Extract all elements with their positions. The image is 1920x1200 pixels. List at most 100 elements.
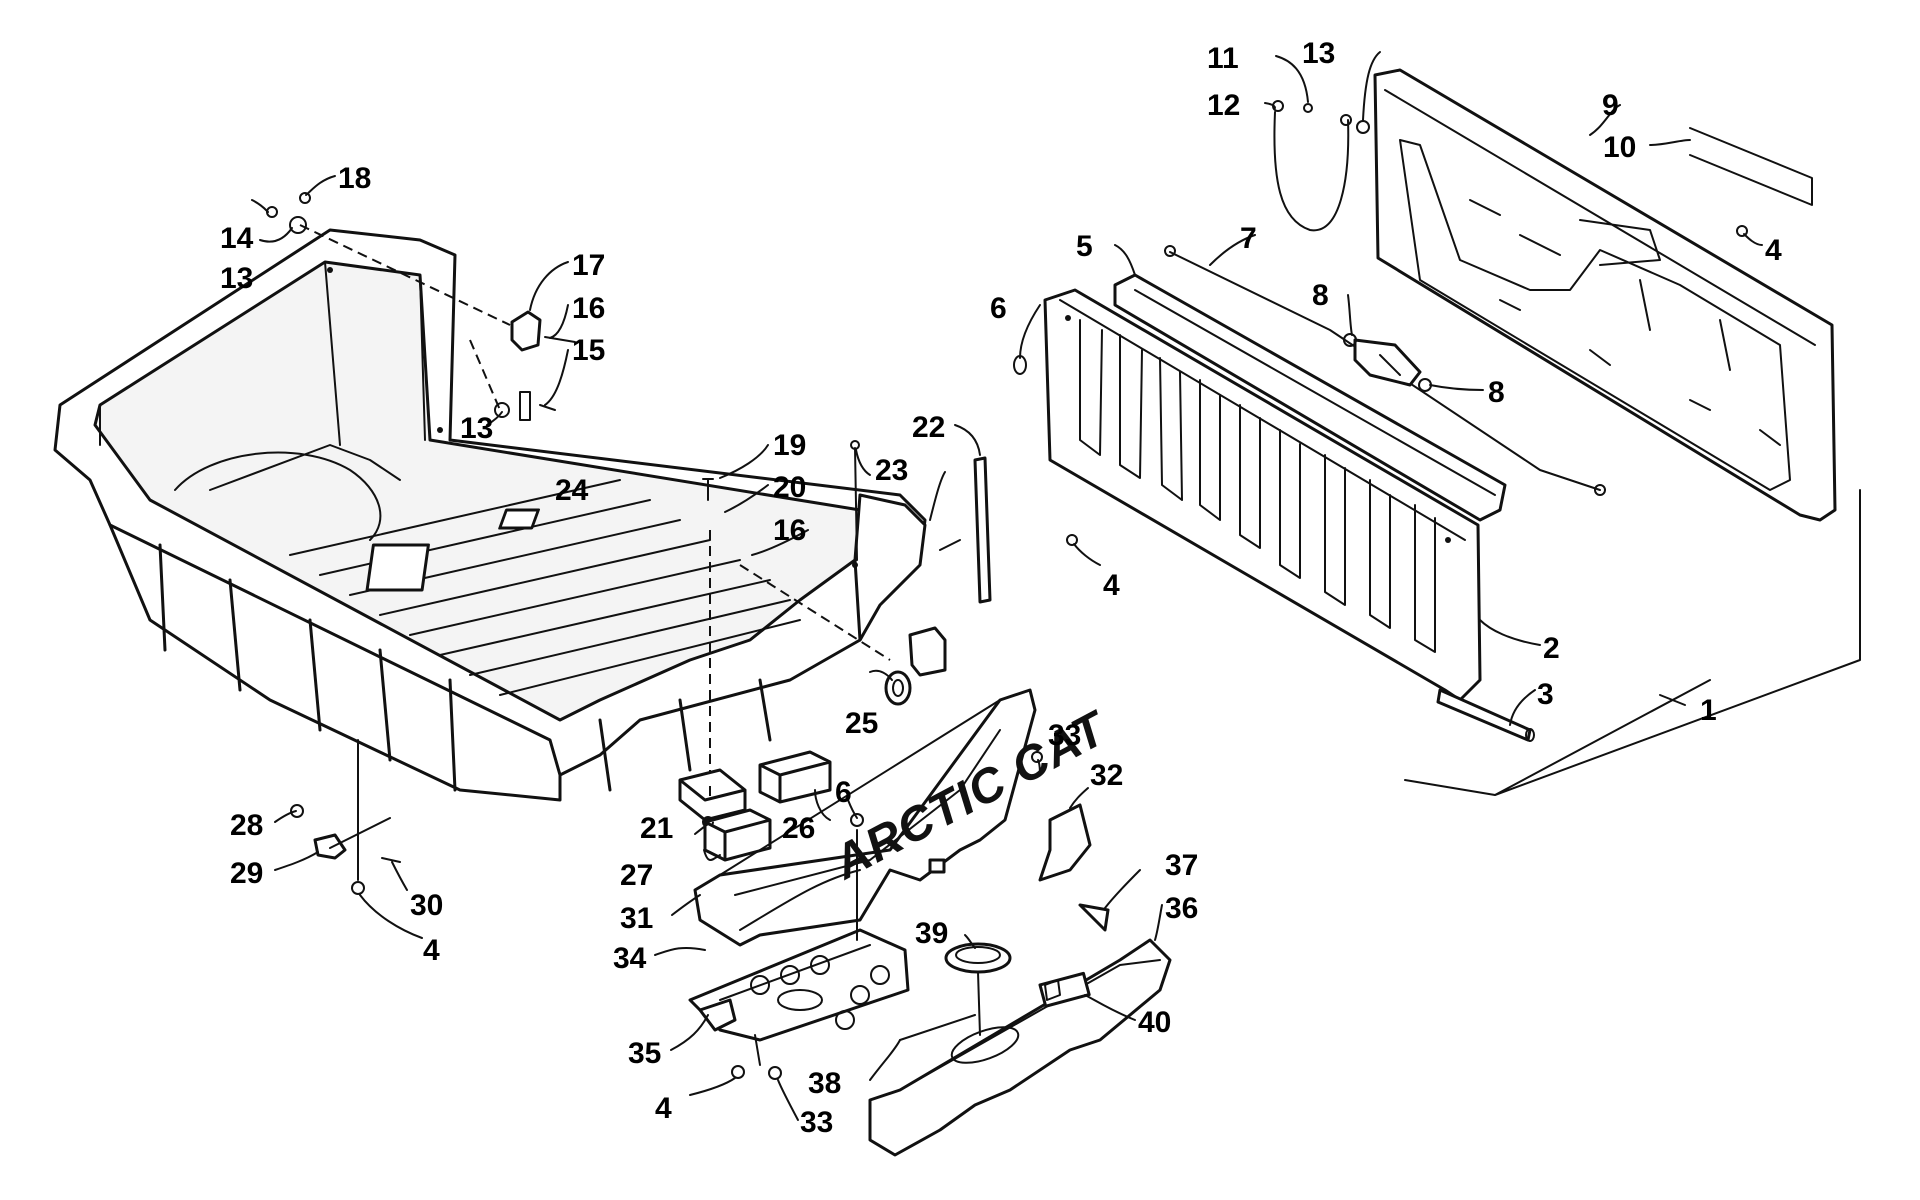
step-plate-34 bbox=[688, 928, 910, 1042]
latch-17 bbox=[510, 310, 542, 352]
callout-13-lower: 13 bbox=[460, 412, 493, 445]
callout-4-left: 4 bbox=[423, 934, 440, 967]
callout-32: 32 bbox=[1090, 759, 1123, 792]
strip-38 bbox=[899, 1014, 976, 1041]
callout-8-lower: 8 bbox=[1488, 376, 1505, 409]
foam-blocks bbox=[703, 750, 832, 862]
cargo-box-rear-corner bbox=[853, 493, 927, 642]
callout-35: 35 bbox=[628, 1037, 661, 1070]
callout-23: 23 bbox=[875, 454, 908, 487]
cargo-floor-ribs bbox=[209, 444, 801, 696]
tailgate-top-flange bbox=[1059, 299, 1466, 541]
callout-3: 3 bbox=[1537, 678, 1554, 711]
callout-labels: 1 2 3 4 4 4 4 5 6 6 7 8 8 9 10 11 12 13 … bbox=[220, 37, 1782, 1139]
decal-10 bbox=[1689, 127, 1813, 206]
fastener-33-lower bbox=[768, 1066, 782, 1080]
callout-1: 1 bbox=[1700, 694, 1717, 727]
hinge-hardware-upper bbox=[266, 192, 576, 421]
brand-swoosh bbox=[739, 869, 861, 931]
decal-24 bbox=[365, 543, 430, 592]
callout-19: 19 bbox=[773, 429, 806, 462]
tailgate-panel-2 bbox=[1043, 288, 1482, 702]
callout-26: 26 bbox=[782, 812, 815, 845]
callout-30: 30 bbox=[410, 889, 443, 922]
rear-panel-top-edge bbox=[719, 699, 1001, 876]
bolt-4-bottom bbox=[731, 1065, 745, 1079]
rear-panel-31 bbox=[693, 688, 1037, 947]
bracket-35 bbox=[698, 998, 737, 1032]
callout-40: 40 bbox=[1138, 1006, 1171, 1039]
step-plate-assembly bbox=[688, 829, 910, 1066]
callout-12: 12 bbox=[1207, 89, 1240, 122]
bracket-29 bbox=[313, 833, 347, 860]
cargo-box-underside bbox=[108, 523, 562, 802]
nut-18 bbox=[299, 192, 311, 204]
hinge-hardware-lower bbox=[290, 739, 401, 895]
cargo-box-wall-line bbox=[99, 261, 426, 446]
callout-38: 38 bbox=[808, 1067, 841, 1100]
callout-13-upper: 13 bbox=[220, 262, 253, 295]
bolt-4-mid bbox=[1066, 534, 1078, 546]
fastener-33-upper bbox=[1031, 751, 1043, 763]
bumper-top-edge bbox=[899, 959, 1161, 1091]
callout-6-upper: 6 bbox=[990, 292, 1007, 325]
callout-14: 14 bbox=[220, 222, 254, 255]
inner-tailgate-9 bbox=[1373, 68, 1837, 522]
callout-18: 18 bbox=[338, 162, 371, 195]
callout-24: 24 bbox=[555, 474, 589, 507]
long-bolt-16 bbox=[739, 440, 891, 661]
rod-29 bbox=[329, 817, 391, 849]
mount-stack bbox=[498, 478, 747, 828]
callout-37: 37 bbox=[1165, 849, 1198, 882]
plate-20 bbox=[498, 508, 540, 530]
callout-9: 9 bbox=[1602, 89, 1619, 122]
callout-36: 36 bbox=[1165, 892, 1198, 925]
inner-tailgate-details bbox=[1469, 199, 1781, 446]
cable-rod-7 bbox=[1169, 251, 1601, 491]
callout-16-upper: 16 bbox=[572, 292, 605, 325]
callout-13-cable: 13 bbox=[1302, 37, 1335, 70]
nut-28 bbox=[290, 804, 304, 818]
callout-31: 31 bbox=[620, 902, 653, 935]
block-21-upper bbox=[678, 768, 747, 822]
inner-tailgate-recess bbox=[1399, 139, 1791, 491]
assembly-bracket-1 bbox=[1404, 489, 1861, 796]
cable-12 bbox=[1273, 111, 1350, 232]
cargo-wheel-well bbox=[174, 451, 382, 541]
cargo-box-assembly bbox=[53, 228, 927, 802]
bolt-19 bbox=[702, 478, 714, 501]
washer-13-cable bbox=[1356, 120, 1370, 134]
decal-37 bbox=[1078, 903, 1110, 932]
callout-11: 11 bbox=[1207, 42, 1239, 75]
block-27 bbox=[703, 808, 772, 862]
callout-28: 28 bbox=[230, 809, 263, 842]
step-plate-holes bbox=[750, 955, 890, 1030]
callout-16-lower: 16 bbox=[773, 514, 806, 547]
callout-6-lower: 6 bbox=[835, 776, 852, 809]
pin-15 bbox=[519, 391, 556, 421]
bolt-30 bbox=[381, 857, 401, 863]
bolt-4-right bbox=[1736, 225, 1748, 237]
bumper-assembly bbox=[868, 938, 1172, 1157]
callout-25: 25 bbox=[845, 707, 878, 740]
callout-4-bottom: 4 bbox=[655, 1092, 672, 1125]
callout-8-upper: 8 bbox=[1312, 279, 1329, 312]
callout-29: 29 bbox=[230, 857, 263, 890]
leader-lines bbox=[251, 51, 1763, 1121]
hinge-dash-1 bbox=[299, 224, 511, 326]
bumper-36 bbox=[868, 938, 1172, 1157]
washer-13-upper bbox=[289, 216, 307, 234]
callout-10: 10 bbox=[1603, 131, 1636, 164]
callout-7: 7 bbox=[1240, 222, 1257, 255]
callout-2: 2 bbox=[1543, 632, 1560, 665]
callout-4-right: 4 bbox=[1765, 234, 1782, 267]
callout-17: 17 bbox=[572, 249, 605, 282]
strap-32 bbox=[1038, 803, 1092, 882]
callout-27: 27 bbox=[620, 859, 653, 892]
rivet-6-lower bbox=[850, 813, 864, 827]
callout-33-lower: 33 bbox=[800, 1106, 833, 1139]
cargo-box-fins bbox=[158, 543, 772, 792]
rear-panel-inner bbox=[734, 729, 1001, 896]
